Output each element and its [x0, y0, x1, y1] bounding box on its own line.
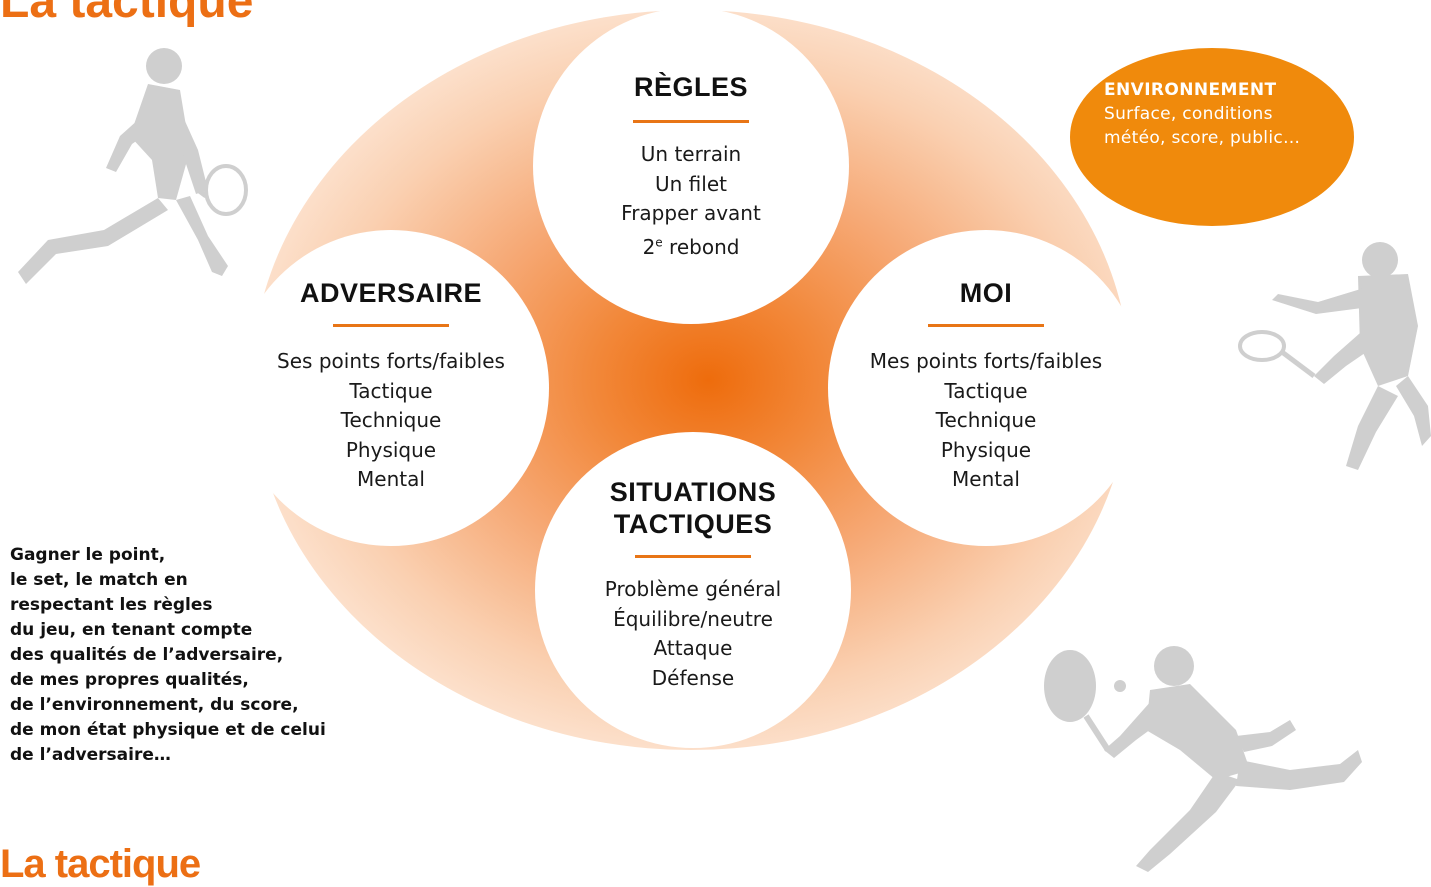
- adversaire-title: ADVERSAIRE: [299, 278, 483, 308]
- environnement-title: ENVIRONNEMENT: [1104, 80, 1277, 100]
- environnement-line: Surface, conditions: [1104, 104, 1273, 124]
- regles-item: Frapper avant: [621, 201, 761, 225]
- goal-line: des qualités de l’adversaire,: [10, 645, 284, 665]
- tennis-player-silhouette-bottom-right: [1040, 640, 1370, 875]
- goal-paragraph: Gagner le point, le set, le match en res…: [10, 543, 380, 768]
- moi-item: Physique: [940, 437, 1032, 462]
- situations-item: Attaque: [653, 636, 733, 660]
- moi-title: MOI: [959, 278, 1013, 308]
- environnement-line: météo, score, public…: [1104, 128, 1301, 148]
- goal-line: respectant les règles: [10, 595, 213, 615]
- moi-item: Tactique: [944, 378, 1028, 403]
- tennis-player-silhouette-right: [1238, 236, 1431, 476]
- situations-title-line2: TACTIQUES: [613, 509, 773, 539]
- regles-divider: [633, 120, 749, 123]
- environnement-bubble: ENVIRONNEMENT Surface, conditions météo,…: [1070, 48, 1354, 226]
- regles-title: RÈGLES: [633, 72, 749, 102]
- circle-situations-tactiques: SITUATIONS TACTIQUES Problème général Éq…: [535, 432, 851, 748]
- goal-line: de l’adversaire…: [10, 745, 171, 765]
- regles-item-rebond: 2e rebond: [642, 235, 740, 260]
- tennis-player-silhouette-left: [8, 40, 248, 290]
- moi-list: Mes points forts/faibles Tactique Techni…: [828, 347, 1144, 495]
- regles-item: Un terrain: [640, 142, 742, 166]
- circle-adversaire: ADVERSAIRE Ses points forts/faibles Tact…: [233, 230, 549, 546]
- circle-moi: MOI Mes points forts/faibles Tactique Te…: [828, 230, 1144, 546]
- situations-title: SITUATIONS TACTIQUES: [535, 476, 851, 540]
- goal-line: le set, le match en: [10, 570, 188, 590]
- page-title-top: La tactique: [0, 0, 254, 28]
- adversaire-item: Tactique: [349, 378, 433, 403]
- moi-item: Mes points forts/faibles: [869, 349, 1103, 373]
- situations-item: Problème général: [604, 577, 782, 601]
- situations-title-line1: SITUATIONS: [609, 477, 777, 507]
- adversaire-item: Mental: [357, 467, 425, 491]
- adversaire-list: Ses points forts/faibles Tactique Techni…: [233, 347, 549, 495]
- goal-line: du jeu, en tenant compte: [10, 620, 253, 640]
- regles-item: Un filet: [655, 171, 727, 196]
- page-title-bottom: La tactique: [0, 842, 201, 886]
- moi-item: Technique: [935, 408, 1037, 432]
- situations-list: Problème général Équilibre/neutre Attaqu…: [535, 575, 851, 693]
- moi-item: Mental: [952, 467, 1020, 491]
- regles-list: Un terrain Un filet Frapper avant 2e reb…: [533, 140, 849, 263]
- goal-line: Gagner le point,: [10, 545, 166, 565]
- goal-line: de mon état physique et de celui: [10, 720, 326, 740]
- regles-item: 2e rebond: [533, 229, 849, 263]
- goal-line: de l’environnement, du score,: [10, 695, 299, 715]
- situations-item: Équilibre/neutre: [613, 606, 773, 631]
- goal-line: de mes propres qualités,: [10, 670, 249, 690]
- adversaire-divider: [333, 324, 449, 327]
- adversaire-item: Technique: [340, 408, 442, 432]
- adversaire-item: Ses points forts/faibles: [277, 349, 505, 373]
- situations-item: Défense: [651, 665, 735, 690]
- moi-divider: [928, 324, 1044, 327]
- situations-divider: [635, 555, 751, 558]
- circle-regles: RÈGLES Un terrain Un filet Frapper avant…: [533, 8, 849, 324]
- adversaire-item: Physique: [345, 437, 437, 462]
